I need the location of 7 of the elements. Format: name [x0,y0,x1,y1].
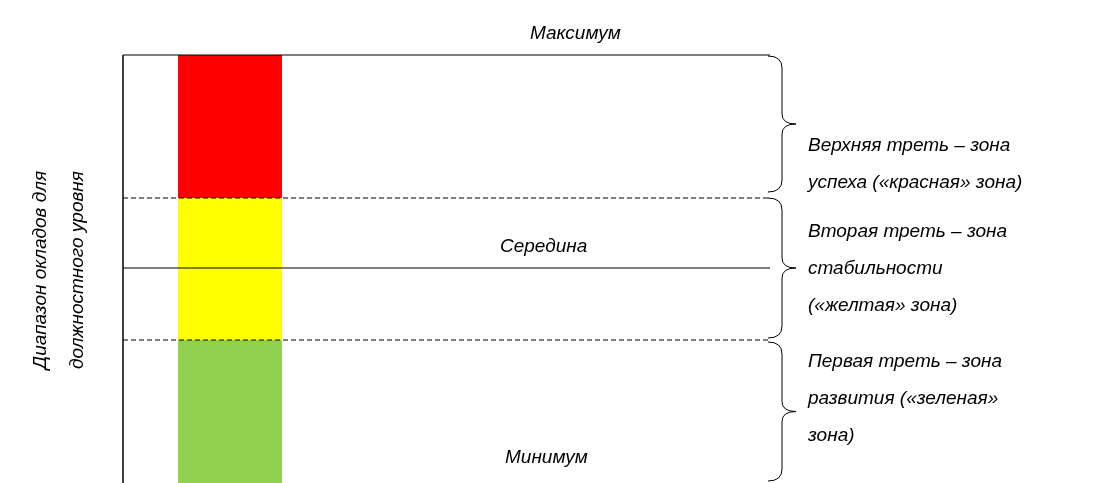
minimum-label: Минимум [505,445,589,469]
midpoint-label: Середина [500,234,589,258]
zone-description: Вторая треть – зона стабильности («желтая» зона) [808,219,1009,317]
zone-description: Верхняя треть – зона успеха («красная» зона) [808,133,1023,194]
maximum-label: Максимум [530,21,622,45]
zone-description: Первая треть – зона развития («зеленая» зона) [808,349,1004,447]
axis-title: Диапазон окладов для должностного уровня [28,169,88,373]
